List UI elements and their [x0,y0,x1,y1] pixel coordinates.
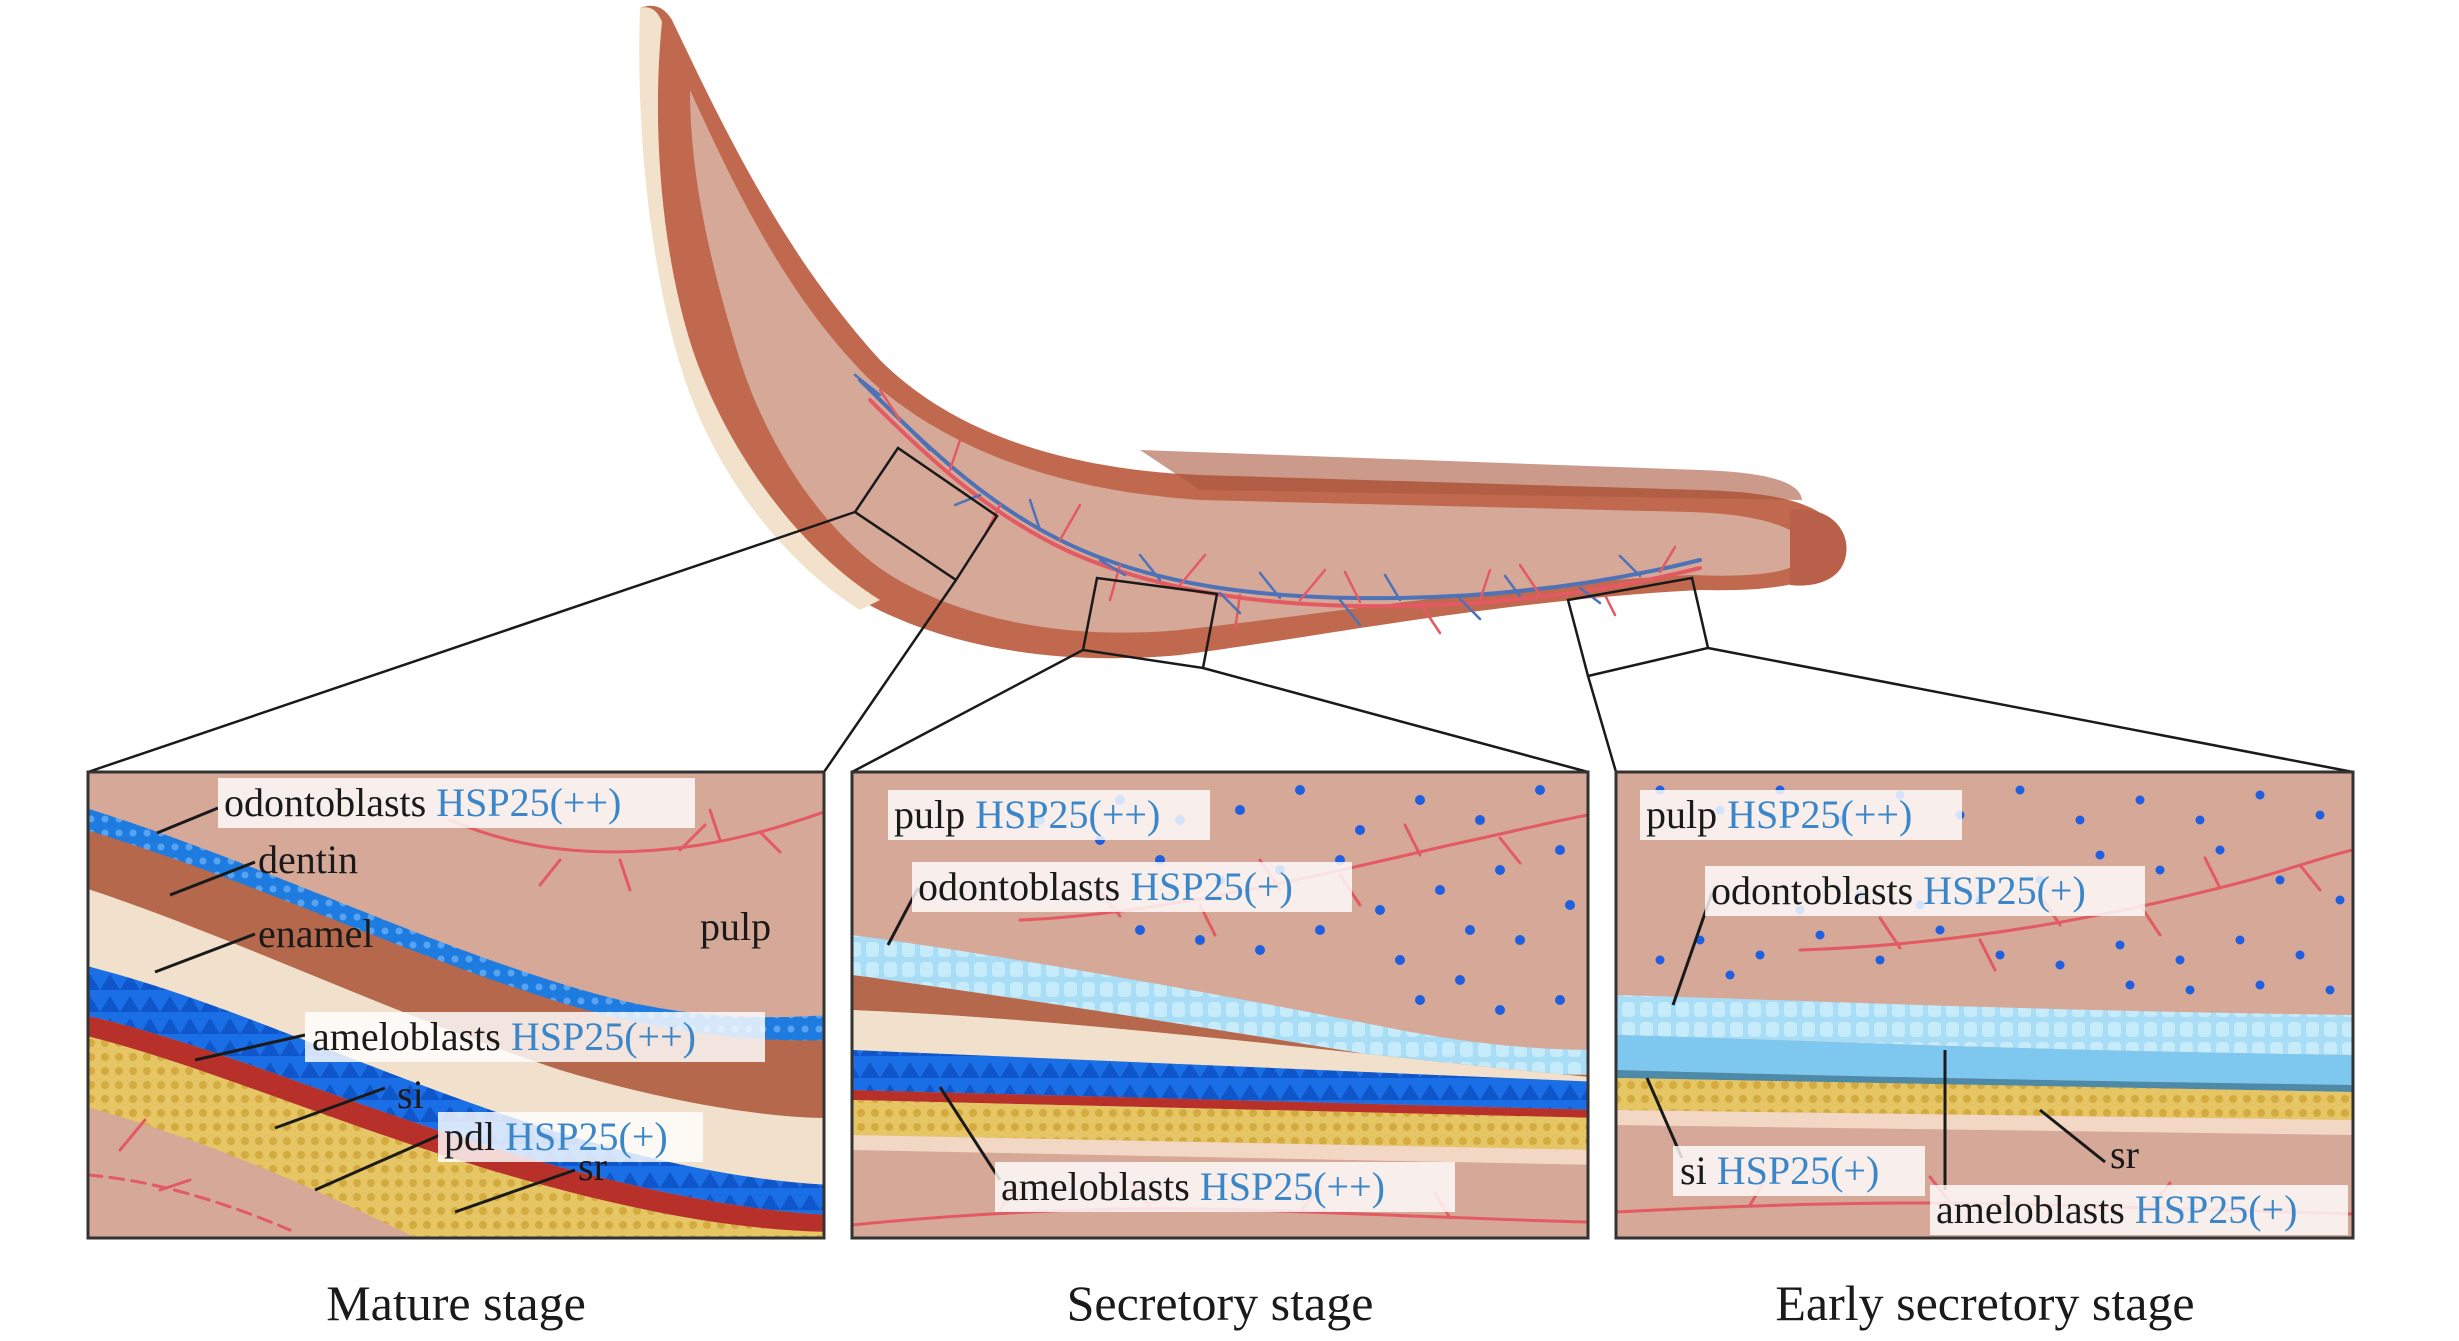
outer-epithelium [852,1135,1588,1165]
stratum-intermedium [88,1015,824,1232]
stellate-reticulum [852,1100,1588,1150]
panel-early-frame [1614,770,2355,1240]
ameloblast-layer [88,966,824,1215]
enamel-outer-edge [639,7,880,611]
stratum-intermedium [852,1090,1588,1118]
mature-vessels [88,808,824,1232]
label-si-early: si HSP25(+) [1680,1148,1879,1193]
label-ameloblasts-early: ameloblasts HSP25(+) [1936,1187,2297,1232]
zoom-markers [87,446,2354,774]
caption-secretory-stage: Secretory stage [1067,1275,1374,1331]
label-sr-mature: sr [578,1144,607,1189]
outer-epithelium [1616,1110,2353,1135]
labels-secretory: pulp HSP25(++) odontoblasts HSP25(+) ame… [888,790,1455,1212]
labels-early-secretory: pulp HSP25(++) odontoblasts HSP25(+) si … [1640,790,2348,1235]
enamel-layer [852,1010,1588,1082]
caption-mature-stage: Mature stage [326,1275,586,1331]
label-enamel: enamel [258,911,374,956]
pulp-vessels [853,373,1702,635]
panel-secretory-frame [850,770,1590,1240]
odontoblast-layer [1616,995,2353,1055]
leader-lines [154,806,2106,1214]
label-si-mature: si [397,1072,424,1117]
ameloblast-layer [852,1050,1588,1110]
label-pulp-early: pulp HSP25(++) [1646,792,1912,837]
root-end [1790,509,1847,586]
connector-mature [87,510,958,774]
odontoblast-layer [852,935,1588,1075]
label-pdl: pdl HSP25(+) [444,1114,668,1159]
label-odontoblasts-early: odontoblasts HSP25(+) [1711,868,2086,913]
dentin-upper-band [1140,450,1802,500]
label-sr-early: sr [2110,1132,2139,1177]
panel-secretory [852,772,1588,1238]
si-layer [1616,1070,2353,1092]
connector-early [1586,646,2354,774]
label-pulp-secretory: pulp HSP25(++) [894,792,1160,837]
zoom-box-secretory [1081,576,1219,670]
label-ameloblasts-secretory: ameloblasts HSP25(++) [1001,1164,1385,1209]
ameloblast-layer [1616,1035,2353,1085]
connector-secretory [851,648,1589,774]
incisor-illustration [639,5,1847,659]
label-dentin: dentin [258,837,358,882]
label-odontoblasts-secretory: odontoblasts HSP25(+) [918,864,1293,909]
caption-early-secretory-stage: Early secretory stage [1775,1275,2194,1331]
label-odontoblasts-mature: odontoblasts HSP25(++) [224,780,621,825]
label-ameloblasts-mature: ameloblasts HSP25(++) [312,1014,696,1059]
panel-mature-frame [86,770,826,1240]
label-pulp-mature: pulp [700,904,771,949]
stellate-reticulum [1616,1078,2353,1120]
pdl-layer [88,1107,416,1238]
zoom-box-mature [853,446,999,582]
labels-mature: odontoblasts HSP25(++) dentin pulp ename… [218,778,771,1189]
